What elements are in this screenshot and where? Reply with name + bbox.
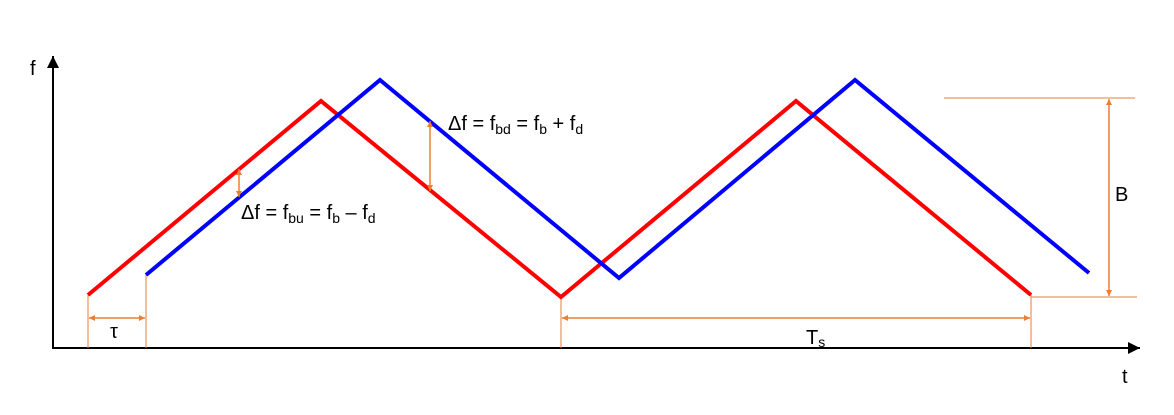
x-axis-label: t xyxy=(1122,366,1128,388)
delay-label: τ xyxy=(110,321,118,343)
delta-down-equation: Δf = fbd = fb + fd xyxy=(448,113,583,137)
y-axis-label: f xyxy=(30,58,36,80)
transmitted-signal xyxy=(86,98,1033,300)
guide-lines xyxy=(87,97,1137,348)
delta-up-equation: Δf = fbu = fb – fd xyxy=(241,202,376,226)
bandwidth-label: B xyxy=(1115,184,1128,206)
received-signal xyxy=(144,77,1091,281)
period-label: Ts xyxy=(806,327,825,350)
